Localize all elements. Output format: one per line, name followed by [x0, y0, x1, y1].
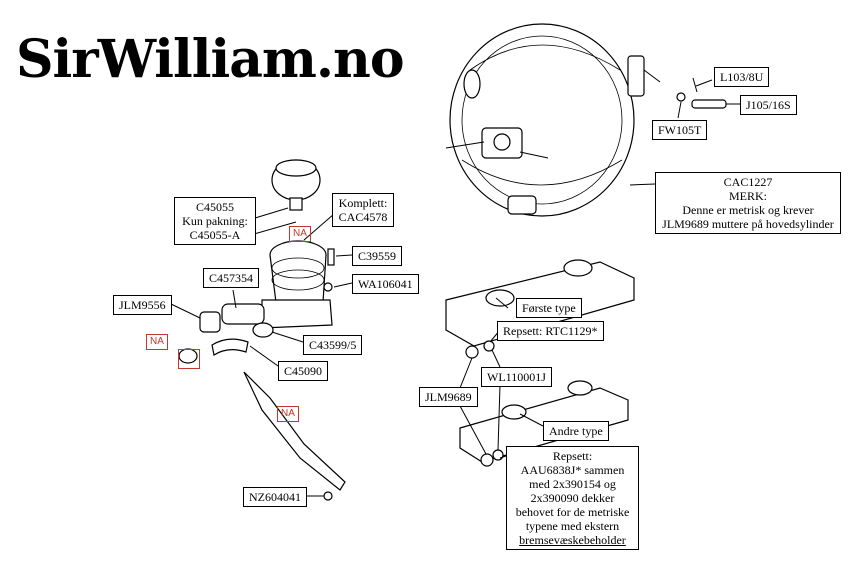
label-repsett-rtc: Repsett: RTC1129* — [497, 321, 604, 341]
label-c45055: C45055 Kun pakning: C45055-A — [174, 197, 256, 245]
label-jlm9556: JLM9556 — [113, 295, 172, 315]
label-cac1227: CAC1227 MERK: Denne er metrisk og krever… — [655, 172, 841, 234]
label-nz604041: NZ604041 — [243, 487, 307, 507]
label-andre-type: Andre type — [543, 421, 609, 441]
label-c45090: C45090 — [278, 361, 329, 381]
label-j105: J105/16S — [740, 95, 797, 115]
na-marker: NA — [277, 406, 299, 422]
label-c39559: C39559 — [352, 246, 403, 266]
label-fw105t: FW105T — [652, 120, 708, 140]
repsett-aau-line-1: Repsett: — [552, 449, 593, 463]
label-wa106041: WA106041 — [352, 274, 419, 294]
reservoir-drawing — [178, 159, 346, 501]
repsett-aau-line-3: med 2x390154 og — [529, 477, 616, 491]
label-l103: L103/8U — [714, 67, 770, 87]
label-c457354: C457354 — [203, 268, 260, 288]
c45055-line-2: Kun pakning: — [182, 214, 248, 228]
repsett-aau-line-2: AAU6838J* sammen — [520, 463, 625, 477]
na-marker: NA — [289, 226, 311, 242]
label-repsett-aau: Repsett: AAU6838J* sammen med 2x390154 o… — [506, 446, 639, 550]
cac1227-line-2: MERK: — [728, 189, 767, 203]
site-logo: SirWilliam.no — [16, 29, 405, 90]
repsett-aau-line-5: behovet for de metriske — [515, 505, 630, 519]
na-marker: NA — [146, 334, 168, 350]
cac1227-line-4: JLM9689 muttere på hovedsylinder — [662, 217, 834, 231]
cac1227-line-3: Denne er metrisk og krever — [682, 203, 814, 217]
repsett-aau-line-6: typene med ekstern — [525, 519, 620, 533]
c45055-line-1: C45055 — [195, 200, 234, 214]
repsett-aau-line-4: 2x390090 dekker — [530, 491, 615, 505]
leader-lines — [170, 79, 740, 497]
c45055-line-3: C45055-A — [189, 228, 241, 242]
label-jlm9689: JLM9689 — [419, 387, 478, 407]
na-marker-box — [178, 349, 200, 369]
label-c43599: C43599/5 — [303, 335, 363, 355]
label-wl110001j: WL110001J — [481, 367, 552, 387]
label-forste-type: Første type — [516, 298, 582, 318]
label-komplett: Komplett: CAC4578 — [332, 193, 394, 227]
cac1227-line-1: CAC1227 — [723, 175, 773, 189]
komplett-line-2: CAC4578 — [338, 210, 388, 224]
repsett-aau-line-7: bremsevæskebeholder — [519, 533, 626, 547]
brake-servo-drawing — [445, 23, 727, 217]
komplett-line-1: Komplett: — [338, 196, 388, 210]
